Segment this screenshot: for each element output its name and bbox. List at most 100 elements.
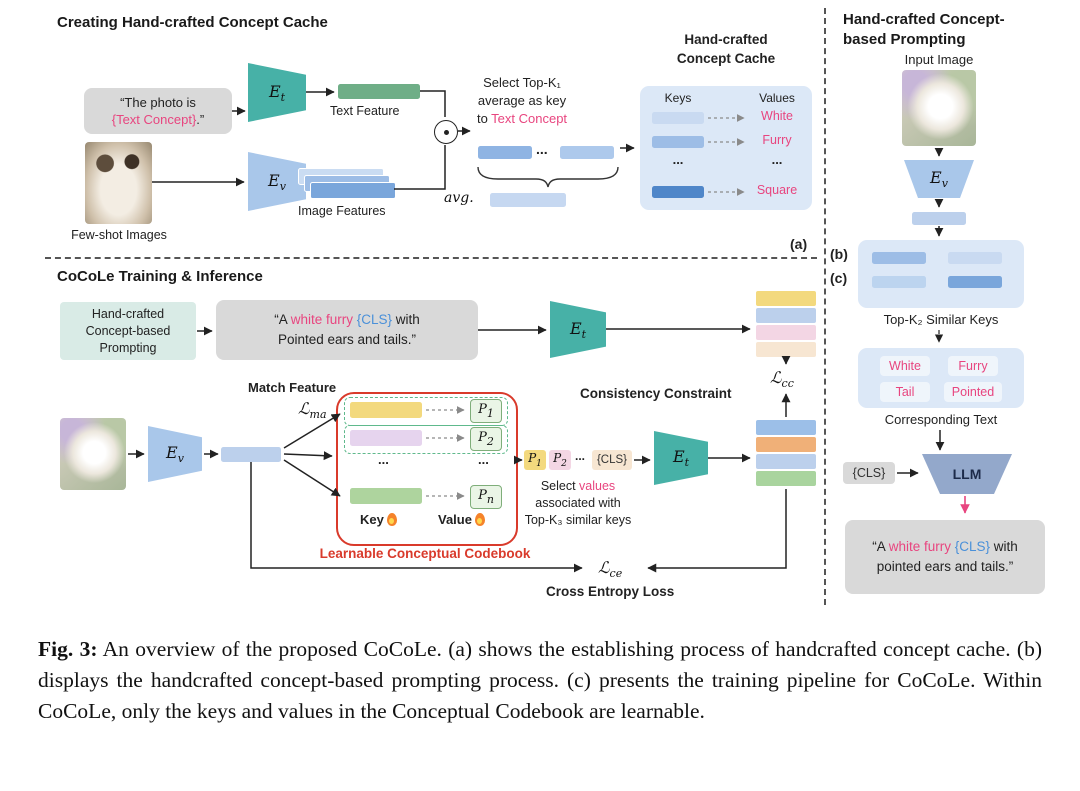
image-feature-bar-3 bbox=[310, 182, 396, 199]
embedding-bar bbox=[756, 437, 816, 452]
codebook-value-label: Value bbox=[438, 512, 485, 527]
image-encoder-label: Ev bbox=[930, 168, 948, 190]
cache-value-white: White bbox=[761, 109, 793, 123]
token-p2: P2 bbox=[549, 450, 571, 470]
panel-a-tag: (a) bbox=[790, 236, 808, 252]
loss-ce-label: ℒce bbox=[598, 558, 623, 580]
select-values-note: Select values associated with Top-K₃ sim… bbox=[524, 479, 632, 527]
flame-icon bbox=[386, 513, 397, 526]
similar-key-bar bbox=[948, 252, 1002, 264]
text-encoder-label: Et bbox=[268, 81, 286, 104]
similar-key-bar bbox=[872, 252, 926, 264]
text-encoder-label: Et bbox=[569, 318, 587, 341]
llm-label: LLM bbox=[952, 466, 982, 482]
corresponding-text-label: Corresponding Text bbox=[884, 412, 998, 427]
generated-prompt-quote: “A white furry {CLS} with pointed ears a… bbox=[845, 520, 1045, 594]
codebook-value-p2: P2 bbox=[470, 427, 502, 451]
image-feature-bar-b bbox=[912, 212, 966, 225]
embedding-bar bbox=[756, 325, 816, 340]
input-cat-image bbox=[60, 418, 126, 490]
prompt-embedding-stack bbox=[756, 420, 816, 486]
cache-values-header: Values bbox=[759, 91, 795, 105]
panel-b-title: Hand-crafted Concept- based Prompting bbox=[843, 11, 1005, 48]
image-encoder-trapezoid-c: Ev bbox=[148, 426, 202, 482]
similar-keys-box bbox=[858, 240, 1024, 308]
consistency-constraint-label: Consistency Constraint bbox=[580, 386, 732, 401]
figure-caption: Fig. 3: An overview of the proposed CoCo… bbox=[38, 634, 1042, 727]
codebook-caption: Learnable Conceptual Codebook bbox=[319, 546, 531, 561]
panel-b-tag: (b) bbox=[830, 246, 848, 262]
word-chip-furry: Furry bbox=[948, 356, 998, 376]
text-concept-ref: Text Concept bbox=[491, 111, 568, 126]
cache-key-ellipsis: ... bbox=[672, 152, 684, 167]
handcrafted-prompt-quote: “A white furry {CLS} with Pointed ears a… bbox=[216, 300, 478, 360]
figure-3: Creating Hand-crafted Concept Cache “The… bbox=[0, 0, 1080, 620]
cross-entropy-label: Cross Entropy Loss bbox=[546, 584, 675, 599]
caption-text: An overview of the proposed CoCoLe. (a) … bbox=[38, 637, 1042, 723]
text-feature-bar bbox=[338, 84, 420, 99]
cls-token-text: {CLS} bbox=[951, 539, 991, 554]
image-feature-bar-c bbox=[221, 447, 281, 462]
topk-similar-keys-label: Top-K₂ Similar Keys bbox=[883, 312, 999, 327]
codebook-key-label: Key bbox=[360, 512, 397, 527]
panel-divider-vertical bbox=[824, 8, 826, 605]
select-topk-note: Select Top-K₁ average as key to Text Con… bbox=[476, 75, 568, 126]
similar-key-bar bbox=[948, 276, 1002, 288]
codebook-value-pn: Pn bbox=[470, 485, 502, 509]
values-text: values bbox=[579, 479, 616, 493]
word-chip-pointed: Pointed bbox=[944, 382, 1002, 402]
cache-key-bar-1 bbox=[652, 112, 704, 124]
word-chip-white: White bbox=[880, 356, 930, 376]
text-embedding-stack bbox=[756, 291, 816, 357]
codebook-key-bar-n bbox=[350, 488, 422, 504]
prompt-line1: “The photo is bbox=[120, 95, 196, 110]
cache-value-furry: Furry bbox=[762, 133, 792, 147]
codebook-ellipsis-left: ... bbox=[378, 452, 389, 467]
white-furry-text: white furry bbox=[286, 312, 353, 327]
image-encoder-label: Ev bbox=[166, 443, 184, 465]
embedding-bar bbox=[756, 342, 816, 357]
codebook-selected-row-2 bbox=[344, 425, 508, 454]
cache-keys-header: Keys bbox=[664, 91, 692, 105]
input-image-photo bbox=[902, 70, 976, 146]
image-features-label: Image Features bbox=[298, 204, 386, 218]
ellipsis-a: ... bbox=[536, 141, 548, 157]
cache-key-bar-2 bbox=[652, 136, 704, 148]
avg-key-bar bbox=[490, 193, 566, 207]
token-cls: {CLS} bbox=[592, 450, 632, 470]
image-encoder-label: Ev bbox=[268, 170, 286, 193]
cache-title: Hand-crafted Concept Cache bbox=[676, 32, 776, 66]
text-prompt-box: “The photo is {Text Concept}.” bbox=[84, 88, 232, 134]
panel-divider-horizontal bbox=[45, 257, 817, 259]
loss-ma-label: ℒma bbox=[298, 399, 327, 421]
embedding-bar bbox=[756, 291, 816, 306]
codebook-value-p1: P1 bbox=[470, 399, 502, 423]
token-p1: P1 bbox=[524, 450, 546, 470]
codebook-key-bar-2 bbox=[350, 430, 422, 446]
cls-token-text: {CLS} bbox=[353, 312, 393, 327]
embedding-bar bbox=[756, 420, 816, 435]
cache-key-bar-3 bbox=[652, 186, 704, 198]
word-chip-tail: Tail bbox=[880, 382, 930, 402]
match-feature-label: Match Feature bbox=[248, 380, 337, 395]
dot-product-icon bbox=[434, 120, 458, 144]
key-candidate-bar-2 bbox=[560, 146, 614, 159]
loss-cc-label: ℒcc bbox=[770, 368, 794, 390]
similar-key-bar bbox=[872, 276, 926, 288]
embedding-bar bbox=[756, 454, 816, 469]
flame-icon bbox=[474, 513, 485, 526]
prompt-line2: {Text Concept}.” bbox=[111, 112, 205, 127]
panel-a-title: Creating Hand-crafted Concept Cache bbox=[57, 14, 328, 31]
few-shot-label: Few-shot Images bbox=[71, 228, 167, 242]
text-concept-token: {Text Concept} bbox=[111, 112, 197, 127]
text-feature-label: Text Feature bbox=[330, 104, 400, 118]
white-furry-text: white furry bbox=[884, 539, 951, 554]
few-shot-dog-image bbox=[85, 142, 152, 224]
token-ellipsis: ... bbox=[575, 449, 586, 463]
cache-value-ellipsis: ... bbox=[771, 152, 783, 167]
codebook-key-bar-1 bbox=[350, 402, 422, 418]
caption-fig-label: Fig. 3: bbox=[38, 637, 98, 661]
embedding-bar bbox=[756, 308, 816, 323]
llm-trapezoid: LLM bbox=[922, 454, 1012, 494]
text-encoder-trapezoid: Et bbox=[248, 63, 306, 122]
